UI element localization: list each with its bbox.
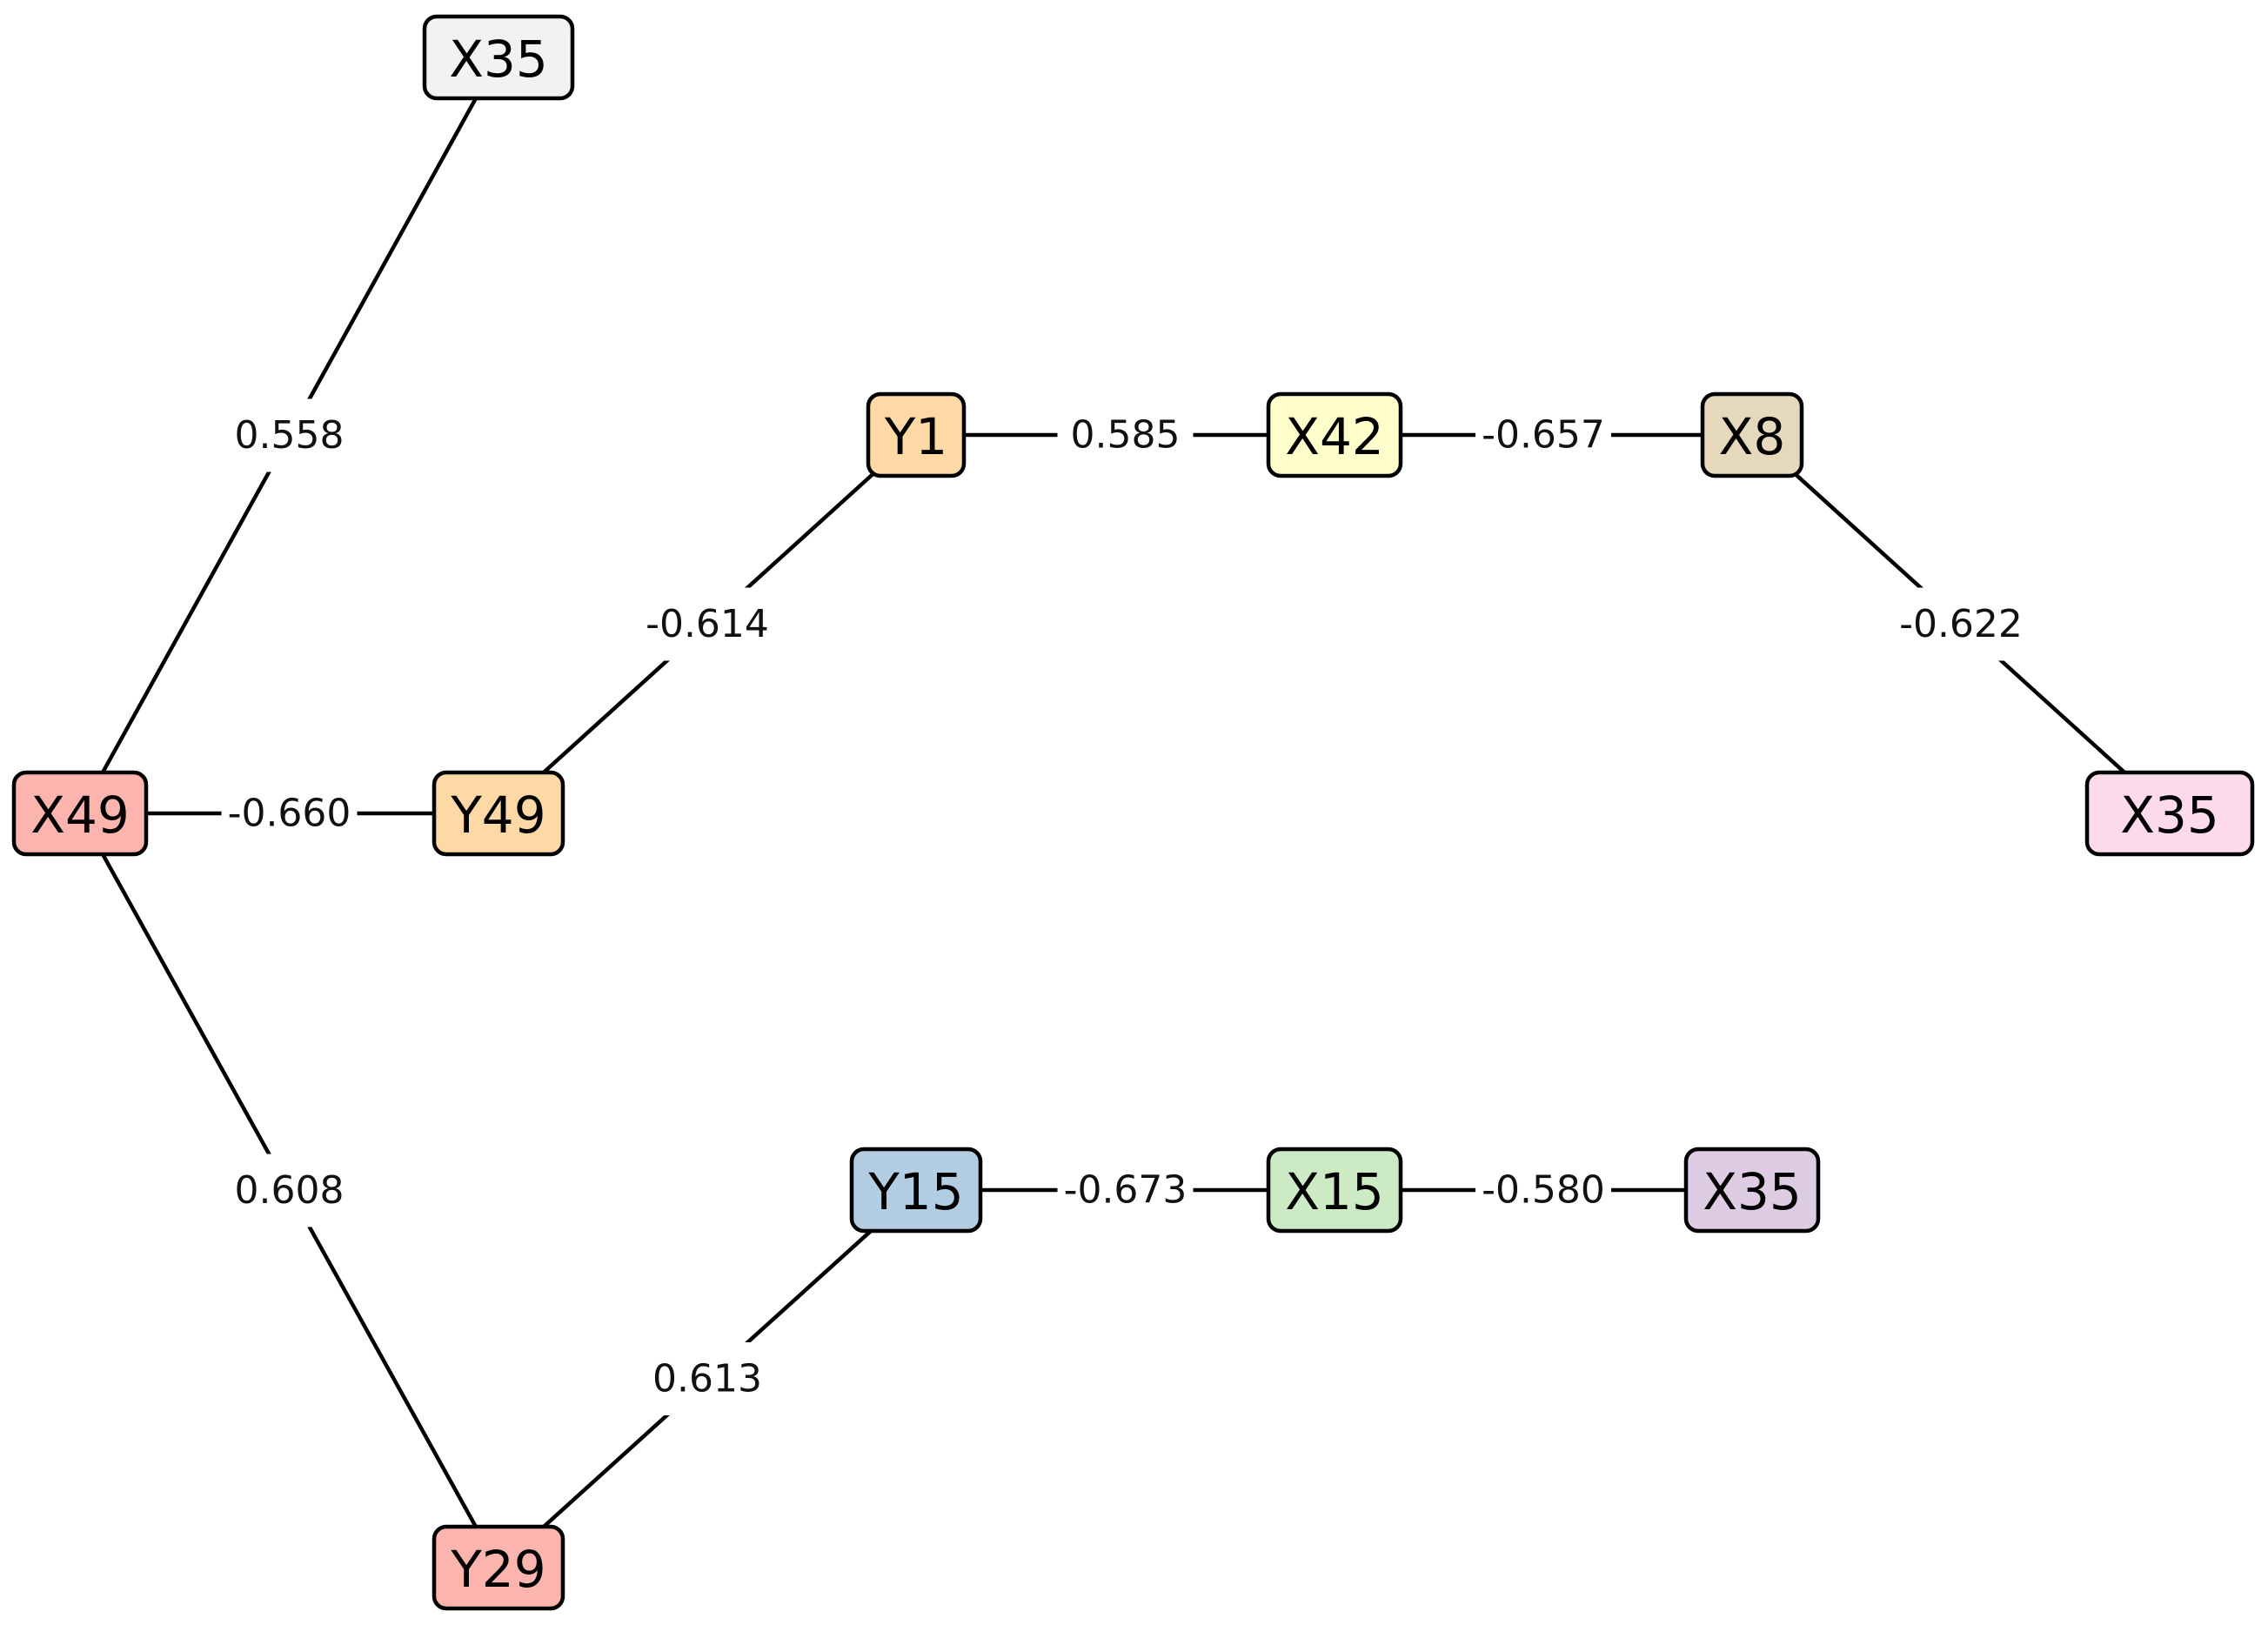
edge-label-background — [1057, 1154, 1194, 1227]
edge-label-background — [639, 1342, 775, 1415]
node-label: X35 — [449, 30, 548, 89]
node-x35-top: X35 — [422, 14, 575, 101]
edge-y15-x15: -0.673 — [916, 1154, 1335, 1227]
node-box — [432, 1524, 565, 1611]
edge-x42-x8: -0.657 — [1335, 398, 1752, 471]
node-y15: Y15 — [849, 1147, 983, 1234]
edge-weight-label: -0.622 — [1899, 602, 2023, 646]
edge-y1-x42: 0.585 — [916, 398, 1335, 471]
edge-x15-x35_bot: -0.580 — [1335, 1154, 1752, 1227]
edge-weight-label: 0.608 — [235, 1168, 345, 1213]
node-label: X35 — [2120, 786, 2219, 845]
node-box — [1700, 391, 1804, 478]
edge-x49-y49: -0.660 — [80, 777, 498, 850]
node-box — [422, 14, 575, 101]
node-label: X42 — [1285, 407, 1384, 466]
edge-x8-x35_right: -0.622 — [1750, 433, 2171, 815]
edge-label-background — [1475, 398, 1611, 471]
node-label: Y49 — [450, 786, 545, 845]
edge-weight-label: 0.613 — [652, 1357, 762, 1401]
node-box — [1266, 391, 1403, 478]
node-x49: X49 — [11, 770, 149, 857]
edge-x49-y29: 0.608 — [78, 812, 500, 1569]
edge-weight-label: 0.558 — [235, 413, 345, 458]
edge-x49-x35_top: 0.558 — [78, 56, 500, 815]
node-label: Y15 — [867, 1162, 963, 1221]
node-y1: Y1 — [866, 391, 967, 478]
edge-weight-label: 0.585 — [1071, 413, 1181, 458]
node-x35-right: X35 — [2084, 770, 2255, 857]
node-label: X8 — [1719, 407, 1786, 466]
node-x42: X42 — [1266, 391, 1403, 478]
edge-label-background — [221, 777, 358, 850]
edge-y29-y15: 0.613 — [497, 1188, 918, 1569]
node-x8: X8 — [1700, 391, 1804, 478]
node-box — [2084, 770, 2255, 857]
node-box — [1683, 1147, 1821, 1234]
edge-weight-label: -0.614 — [646, 602, 769, 646]
edge-y49-y1: -0.614 — [497, 433, 918, 815]
node-label: X15 — [1285, 1162, 1384, 1221]
node-label: X49 — [30, 786, 130, 845]
edge-label-background — [1893, 587, 2029, 661]
node-label: Y1 — [884, 407, 947, 466]
node-y29: Y29 — [432, 1524, 565, 1611]
edge-label-background — [1057, 398, 1194, 471]
edge-label-background — [221, 398, 358, 472]
edge-label-background — [639, 587, 775, 661]
edge-weight-label: -0.673 — [1064, 1168, 1188, 1213]
node-y49: Y49 — [432, 770, 565, 857]
node-label: Y29 — [450, 1540, 545, 1599]
edge-weight-label: -0.580 — [1482, 1168, 1605, 1213]
node-box — [432, 770, 565, 857]
edge-weight-label: -0.657 — [1482, 413, 1605, 458]
edge-label-background — [1475, 1154, 1611, 1227]
node-box — [1266, 1147, 1403, 1234]
node-x15: X15 — [1266, 1147, 1403, 1234]
node-box — [11, 770, 149, 857]
node-label: X35 — [1703, 1162, 1802, 1221]
edges-layer: 0.558 -0.660 0.608 -0.614 0.585 -0.657 -0.622 0… — [78, 56, 2171, 1569]
node-x35-bot: X35 — [1683, 1147, 1821, 1234]
node-box — [866, 391, 967, 478]
edge-label-background — [221, 1154, 358, 1227]
edge-weight-label: -0.660 — [228, 792, 351, 836]
node-box — [849, 1147, 983, 1234]
